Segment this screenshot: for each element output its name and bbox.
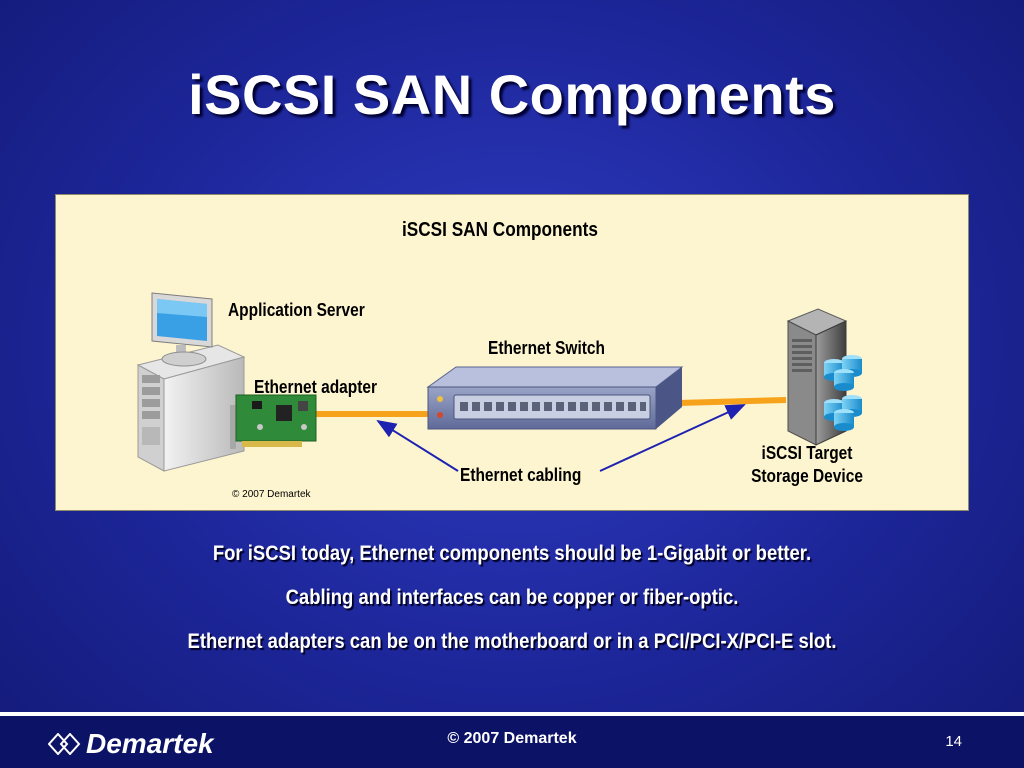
cable-switch-storage xyxy=(677,397,787,406)
logo-text: Demartek xyxy=(86,728,214,759)
page-number: 14 xyxy=(945,733,962,750)
bullet-item: Cabling and interfaces can be copper or … xyxy=(285,586,739,609)
label-application-server: Application Server xyxy=(228,300,365,320)
diagram-copyright: © 2007 Demartek xyxy=(232,489,311,500)
bullet-item: For iSCSI today, Ethernet components sho… xyxy=(212,542,812,565)
bullet-list: For iSCSI today, Ethernet components sho… xyxy=(0,542,1024,674)
label-ethernet-switch: Ethernet Switch xyxy=(488,338,605,358)
diagram-graphic xyxy=(136,292,862,472)
footer-copyright: © 2007 Demartek xyxy=(447,730,577,747)
network-card-icon xyxy=(230,394,317,449)
demartek-logo-icon xyxy=(48,733,81,755)
disk-stack-top xyxy=(824,355,862,391)
logo: Demartek xyxy=(48,728,214,760)
label-ethernet-adapter: Ethernet adapter xyxy=(254,377,378,397)
label-iscsi-target-line2: Storage Device xyxy=(751,466,863,486)
ethernet-switch-icon xyxy=(426,366,684,430)
diagram-panel: iSCSI SAN Components Application Server … xyxy=(55,194,969,511)
slide-title: iSCSI SAN Components xyxy=(188,63,836,126)
monitor-icon xyxy=(151,292,213,367)
arrow-right xyxy=(599,404,746,472)
disk-stack-bottom xyxy=(824,395,862,431)
label-iscsi-target: iSCSI Target Storage Device xyxy=(743,443,872,487)
label-ethernet-cabling: Ethernet cabling xyxy=(460,465,582,485)
arrow-left xyxy=(376,419,459,472)
bullet-item: Ethernet adapters can be on the motherbo… xyxy=(187,630,837,653)
footer: Demartek © 2007 Demartek 14 xyxy=(0,716,1024,768)
server-tower-icon xyxy=(136,344,246,472)
label-iscsi-target-line1: iSCSI Target xyxy=(761,443,853,463)
footer-divider xyxy=(0,712,1024,716)
storage-device-icon xyxy=(786,308,862,446)
diagram-title: iSCSI SAN Components xyxy=(402,219,598,241)
